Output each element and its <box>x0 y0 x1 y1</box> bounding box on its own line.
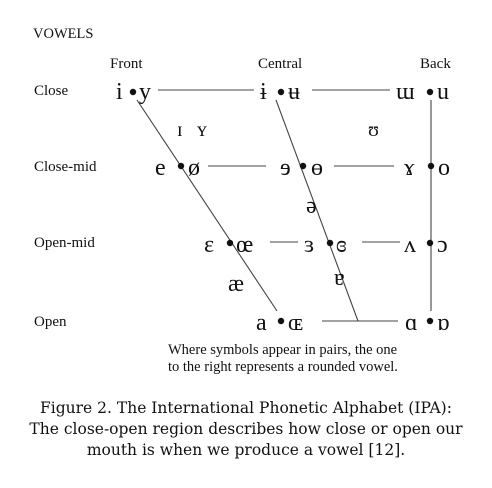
vowel-open-mid-front-rounded: œ <box>236 232 253 258</box>
vowel-close-mid-central-unrounded: ɘ <box>280 155 291 181</box>
vowel-near-open-central: ɐ <box>334 265 345 291</box>
vowel-open-front-unrounded: a <box>256 310 267 336</box>
vowel-open-mid-back-rounded: ɔ <box>437 232 448 258</box>
rounding-note-line-1: Where symbols appear in pairs, the one <box>168 342 397 358</box>
chart-lines <box>136 89 432 322</box>
vowel-open-mid-central-rounded: ɞ <box>336 232 347 258</box>
dot-close-front <box>129 88 137 96</box>
dot-open-mid-central <box>326 239 334 247</box>
vowel-close-mid-front-rounded: ø <box>188 155 200 181</box>
column-front: Front <box>110 56 143 72</box>
vowel-close-back-unrounded: ɯ <box>396 79 415 105</box>
front-diagonal <box>136 99 278 312</box>
caption-line-3: mouth is when we produce a vowel [12]. <box>86 441 406 459</box>
vowel-open-back-unrounded: ɑ <box>405 310 418 336</box>
dot-open-back <box>426 317 434 325</box>
dot-open-mid-back <box>426 239 434 247</box>
chart-title: VOWELS <box>33 26 93 42</box>
dot-close-mid-front <box>177 162 185 170</box>
vowel-open-mid-central-unrounded: ɜ <box>304 232 314 258</box>
vowel-mid-central: ə <box>306 193 317 219</box>
figure-caption: Figure 2. The International Phonetic Alp… <box>10 398 482 461</box>
column-central: Central <box>258 56 302 72</box>
vowel-close-mid-back-unrounded: ɤ <box>404 155 415 181</box>
rounding-note-line-2: to the right represents a rounded vowel. <box>168 359 398 375</box>
vowel-open-front-rounded: ɶ <box>288 310 303 336</box>
vowel-close-mid-back-rounded: o <box>438 155 450 181</box>
vowel-close-central-unrounded: ɨ <box>260 79 267 105</box>
vowel-close-front-unrounded: i <box>116 79 123 105</box>
vowel-open-mid-front-unrounded: ɛ <box>204 232 214 258</box>
dot-close-mid-central <box>299 162 307 170</box>
dot-close-mid-back <box>427 162 435 170</box>
vowel-close-mid-front-unrounded: e <box>155 155 166 181</box>
row-close-mid: Close-mid <box>34 159 97 175</box>
row-close: Close <box>34 83 69 99</box>
vowel-close-central-rounded: ʉ <box>288 79 300 105</box>
row-open: Open <box>34 314 67 330</box>
vowel-near-close-back: ʊ <box>368 119 379 141</box>
column-back: Back <box>420 56 451 72</box>
rounding-dots <box>129 88 435 325</box>
vowel-close-front-rounded: y <box>139 79 151 105</box>
vowel-close-mid-central-rounded: ɵ <box>311 155 323 181</box>
vowel-near-open-front: æ <box>228 271 244 297</box>
vowel-open-mid-back-unrounded: ʌ <box>404 232 416 258</box>
row-open-mid: Open-mid <box>34 235 95 251</box>
central-diagonal <box>275 99 359 322</box>
dot-close-back <box>426 88 434 96</box>
vowel-near-close-front-rounded: ʏ <box>197 119 207 141</box>
vowel-open-back-rounded: ɒ <box>437 310 450 336</box>
vowel-near-close-front-unrounded: ɪ <box>177 119 183 141</box>
dot-open-front <box>277 317 285 325</box>
dot-close-central <box>277 88 285 96</box>
caption-line-1: Figure 2. The International Phonetic Alp… <box>40 399 452 417</box>
caption-line-2: The close-open region describes how clos… <box>29 420 463 438</box>
vowel-close-back-rounded: u <box>437 79 449 105</box>
dot-open-mid-front <box>226 239 234 247</box>
